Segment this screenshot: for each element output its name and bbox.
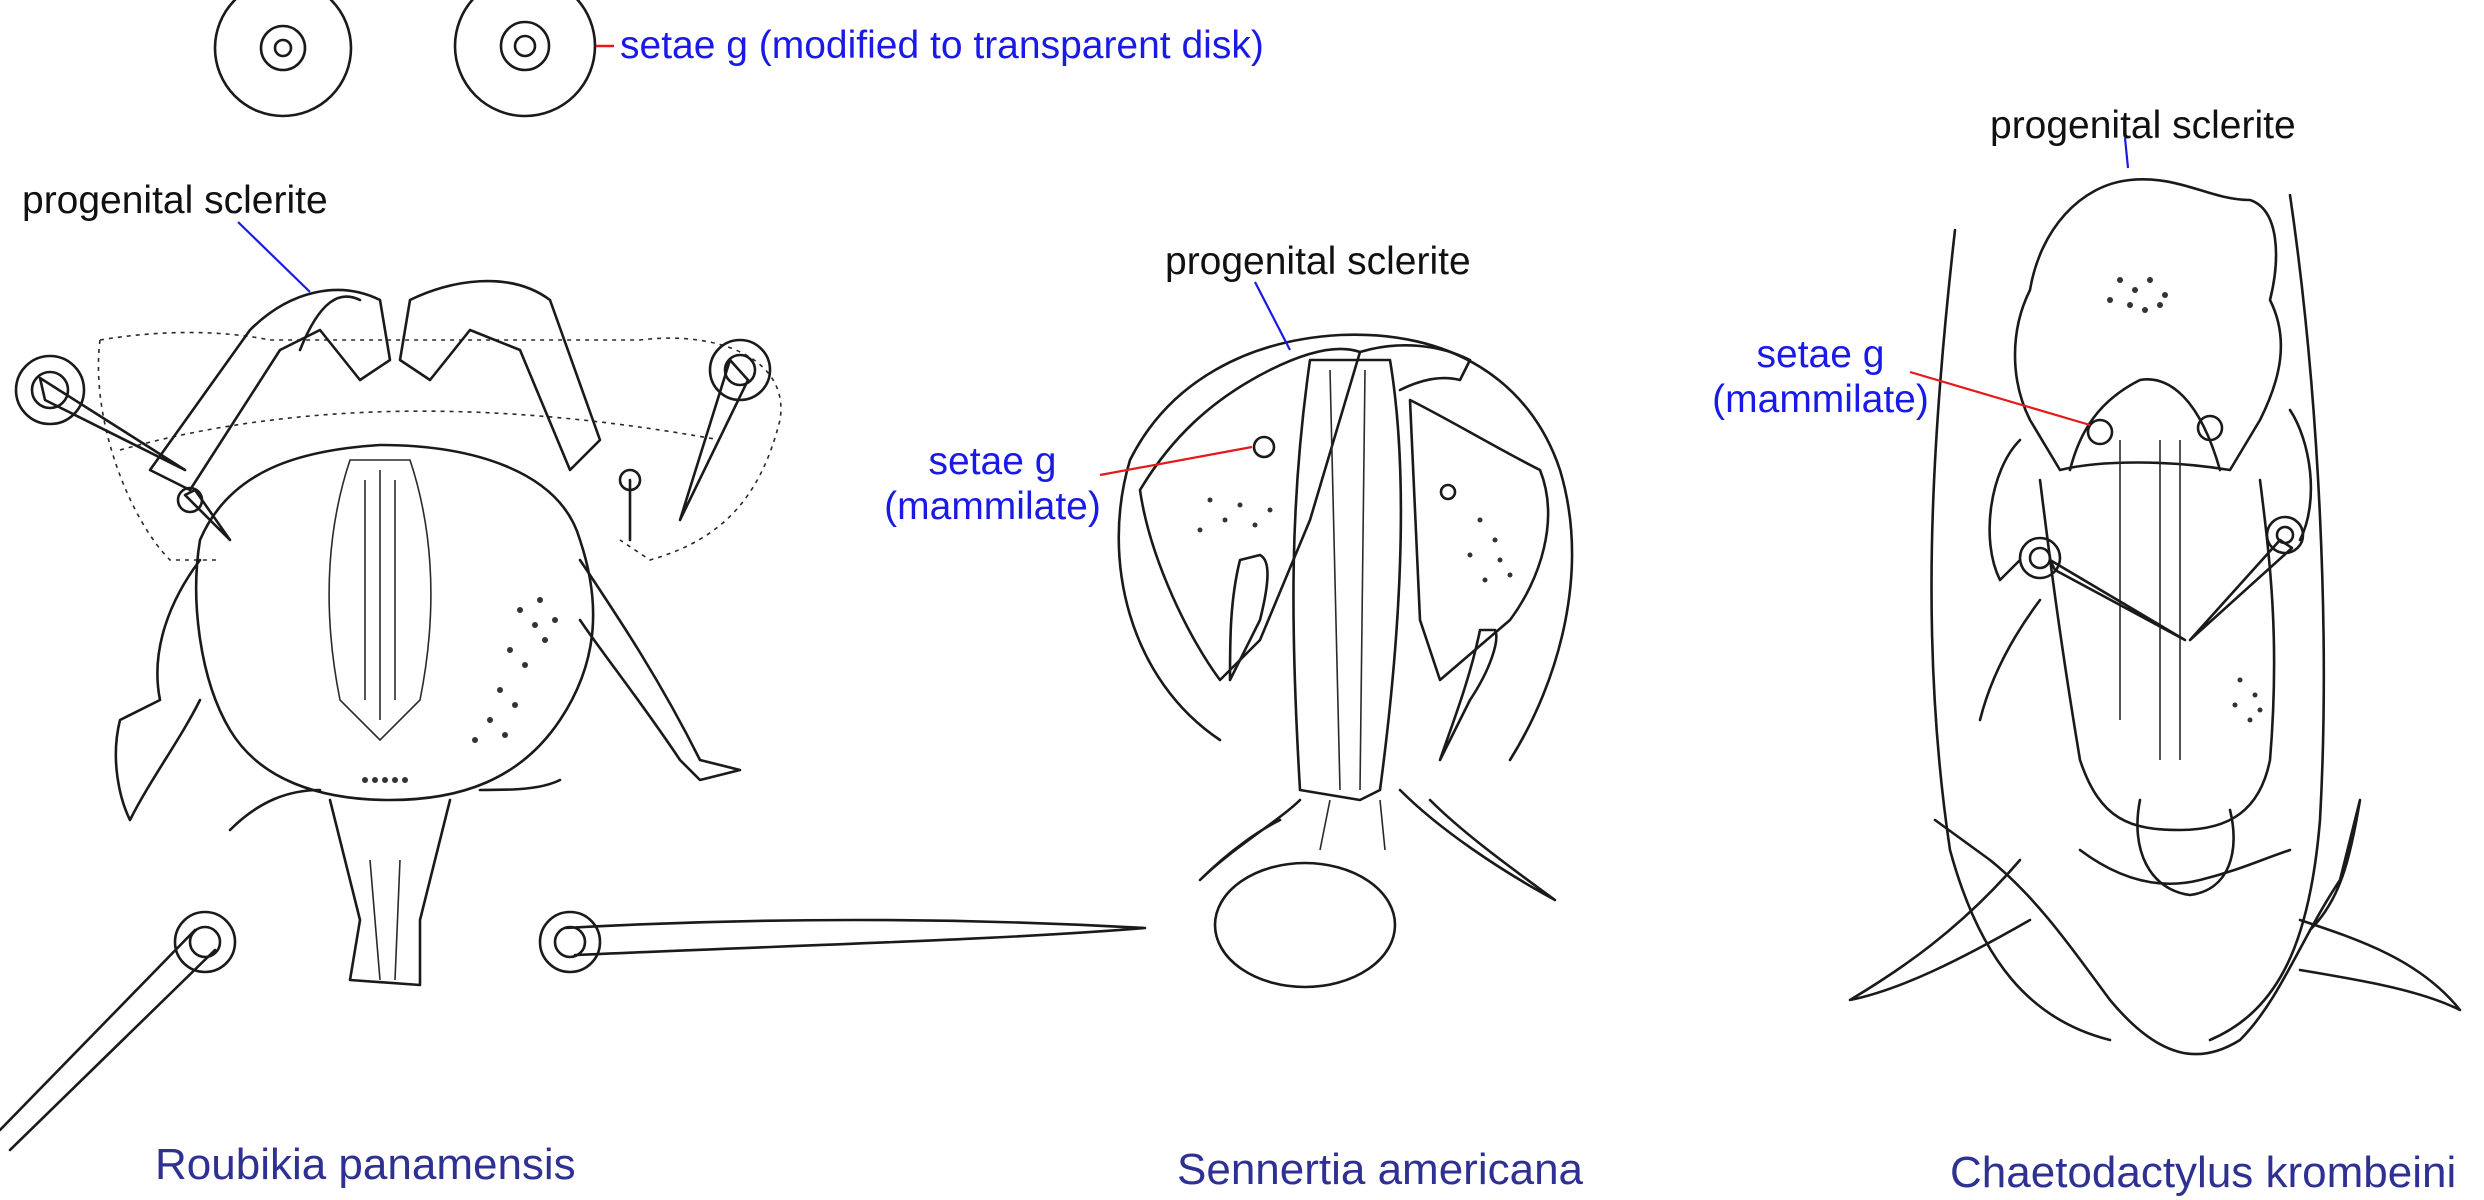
- species-name-right: Chaetodactylus krombeini: [1950, 1148, 2457, 1197]
- species-name-middle: Sennertia americana: [1177, 1145, 1584, 1194]
- setae-loose-bottom-left: [0, 910, 237, 1152]
- specimen-chaetodactylus: [1848, 178, 2462, 1056]
- label-setae-disk: setae g (modified to transparent disk): [620, 24, 1264, 67]
- label-progenital-right: progenital sclerite: [1990, 104, 2296, 147]
- setae-disk-right: [453, 0, 597, 118]
- pointer-setae-middle: [1099, 445, 1253, 477]
- pointer-progenital-left: [237, 221, 311, 293]
- label-setae-mammilate-middle: setae g (mammilate): [880, 440, 1105, 530]
- pointer-progenital-middle: [1254, 281, 1291, 351]
- label-progenital-left: progenital sclerite: [22, 179, 328, 222]
- label-setae-mammilate-right-line2: (mammilate): [1712, 377, 1929, 421]
- specimen-sennertia: [1117, 333, 1574, 989]
- label-setae-mammilate-right: setae g (mammilate): [1708, 333, 1933, 423]
- label-setae-mammilate-right-line1: setae g: [1756, 333, 1885, 376]
- species-name-left: Roubikia panamensis: [155, 1140, 576, 1189]
- pointer-setae-right: [1909, 370, 2091, 427]
- label-progenital-middle: progenital sclerite: [1165, 240, 1471, 283]
- label-setae-mammilate-middle-line1: setae g: [928, 440, 1057, 483]
- setae-loose-bottom-middle: [538, 910, 1147, 974]
- specimen-roubikia: [14, 279, 782, 987]
- setae-disk-left: [213, 0, 353, 118]
- pointer-progenital-right: [2123, 137, 2130, 169]
- label-setae-mammilate-middle-line2: (mammilate): [884, 484, 1101, 528]
